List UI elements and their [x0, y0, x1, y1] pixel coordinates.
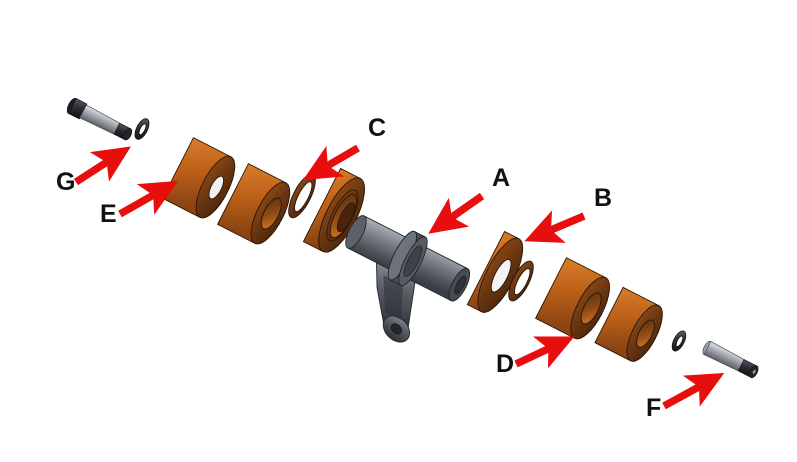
- label-B: B: [594, 184, 612, 212]
- part-copper-roller-left-2: [216, 163, 291, 245]
- arrow-G: [73, 146, 131, 186]
- label-D: D: [496, 350, 514, 378]
- part-copper-roller-left-1: [161, 137, 236, 219]
- part-steel-pin-left: [66, 97, 133, 141]
- part-copper-washer-ring: [288, 173, 316, 219]
- part-steel-pin-right: [702, 340, 759, 379]
- label-A: A: [492, 164, 510, 192]
- label-G: G: [56, 168, 75, 196]
- label-E: E: [100, 200, 117, 228]
- callout-labels: A B C D E F G: [56, 114, 661, 422]
- label-C: C: [368, 114, 386, 142]
- label-F: F: [646, 394, 661, 422]
- shaft-collar-flange: [387, 230, 428, 286]
- part-copper-ring-b: [508, 260, 534, 302]
- arrow-C: [302, 144, 360, 181]
- arrow-B: [524, 210, 586, 243]
- callout-arrows: [73, 144, 725, 410]
- part-washer-left: [134, 118, 150, 140]
- arrow-F: [662, 373, 725, 410]
- arrow-D: [514, 336, 575, 369]
- arrow-E: [118, 180, 179, 218]
- part-gray-shaft-assembly: [345, 215, 471, 343]
- arrow-A: [428, 192, 485, 234]
- part-washer-right: [671, 330, 687, 352]
- part-flanged-copper-bushing: [302, 167, 365, 253]
- part-copper-roller-right-2: [594, 286, 663, 362]
- part-copper-roller-right-1: [534, 257, 610, 340]
